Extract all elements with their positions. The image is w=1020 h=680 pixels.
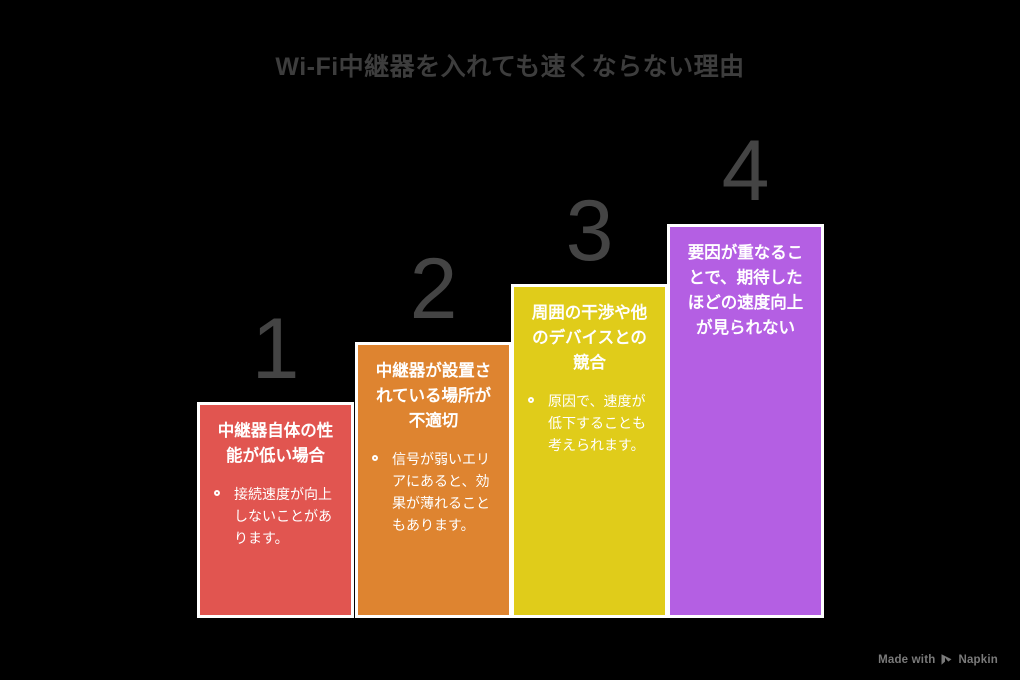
bar-1-bullet-list: 接続速度が向上しないことがあります。 [212,483,339,549]
bar-2[interactable]: 中継器が設置されている場所が不適切 信号が弱いエリアにあると、効果が薄れることも… [355,342,512,618]
bar-3-bullet-list: 原因で、速度が低下することも考えられます。 [526,390,653,456]
step-number-4: 4 [721,123,770,219]
napkin-watermark[interactable]: Made with Napkin [878,653,998,666]
bar-4[interactable]: 要因が重なることで、期待したほどの速度向上が見られない [667,224,824,618]
bar-3-heading: 周囲の干渉や他のデバイスとの競合 [531,304,648,372]
bar-1-heading: 中継器自体の性能が低い場合 [217,422,334,465]
chart-column-3: 3 周囲の干渉や他のデバイスとの競合 原因で、速度が低下することも考えられます。 [511,188,668,618]
watermark-made-with-label: Made with [878,653,936,666]
bar-3-bullet-text: 原因で、速度が低下することも考えられます。 [548,393,646,453]
step-number-2: 2 [409,241,458,337]
bar-2-bullet-text: 信号が弱いエリアにあると、効果が薄れることもあります。 [392,451,490,533]
step-number-3: 3 [565,183,614,279]
bar-4-heading: 要因が重なることで、期待したほどの速度向上が見られない [687,244,804,337]
bar-2-bullet-list: 信号が弱いエリアにあると、効果が薄れることもあります。 [370,448,497,536]
list-item: 接続速度が向上しないことがあります。 [212,483,339,549]
bar-1-content: 中継器自体の性能が低い場合 接続速度が向上しないことがあります。 [200,405,351,559]
bullet-circle-icon [372,455,378,461]
list-item: 原因で、速度が低下することも考えられます。 [526,390,653,456]
chart-column-2: 2 中継器が設置されている場所が不適切 信号が弱いエリアにあると、効果が薄れるこ… [355,246,512,618]
bar-4-content: 要因が重なることで、期待したほどの速度向上が見られない [670,227,821,365]
bar-3[interactable]: 周囲の干渉や他のデバイスとの競合 原因で、速度が低下することも考えられます。 [511,284,668,618]
bullet-circle-icon [214,490,220,496]
bar-1[interactable]: 中継器自体の性能が低い場合 接続速度が向上しないことがあります。 [197,402,354,618]
list-item: 信号が弱いエリアにあると、効果が薄れることもあります。 [370,448,497,536]
step-number-1: 1 [251,301,300,397]
bar-2-content: 中継器が設置されている場所が不適切 信号が弱いエリアにあると、効果が薄れることも… [358,345,509,546]
bar-3-content: 周囲の干渉や他のデバイスとの競合 原因で、速度が低下することも考えられます。 [514,287,665,466]
page-title: Wi-Fi中継器を入れても速くならない理由 [275,53,745,81]
chart-column-4: 4 要因が重なることで、期待したほどの速度向上が見られない [667,128,824,618]
watermark-brand-label: Napkin [958,653,998,666]
napkin-leaf-icon [940,653,953,666]
chart-column-1: 1 中継器自体の性能が低い場合 接続速度が向上しないことがあります。 [197,306,354,618]
bar-2-heading: 中継器が設置されている場所が不適切 [375,362,492,430]
bullet-circle-icon [528,397,534,403]
bar-1-bullet-text: 接続速度が向上しないことがあります。 [234,486,332,546]
